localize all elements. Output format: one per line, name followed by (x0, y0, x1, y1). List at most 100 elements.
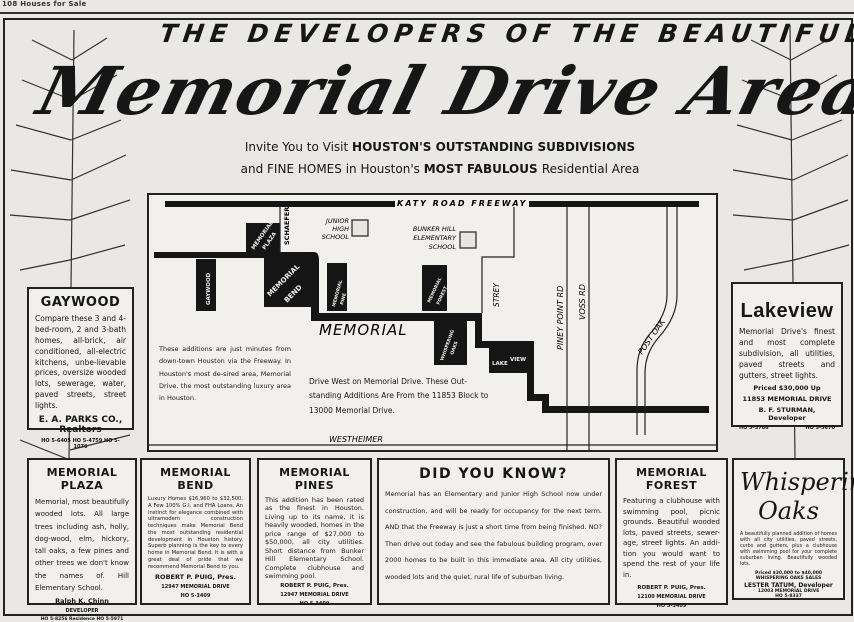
whispering-title: Whispering Oaks (740, 468, 854, 525)
whispering-block-label-2: OAKS (449, 341, 459, 356)
bend-body: Luxury Homes $16,960 to $32,500. A Few 1… (148, 496, 243, 570)
memorial-pines-box: MEMORIAL PINES This addition has been ra… (257, 458, 372, 608)
plaza-developer: Ralph K. Chinn (55, 597, 109, 605)
bunker-hill-label-3: SCHOOL (429, 243, 457, 251)
page-header: 108 Houses for Sale (2, 0, 87, 8)
bend-title: MEMORIAL BEND (160, 466, 231, 492)
whispering-address: 12003 MEMORIAL DRIVE (757, 588, 820, 594)
post-oak-label: POST OAK (636, 317, 667, 356)
subhead-2a: and FINE HOMES (240, 162, 346, 176)
bend-address: 12947 MEMORIAL DRIVE (161, 584, 230, 591)
kicker-text: THE DEVELOPERS OF THE BEAUTIFUL (158, 19, 854, 48)
pines-body: This addition has been rated as the fine… (265, 496, 364, 580)
post-oak-road-a (636, 207, 668, 435)
freeway-label: KATY ROAD FREEWAY (397, 199, 527, 208)
memorial-bend-box: MEMORIAL BEND Luxury Homes $16,960 to $3… (140, 458, 251, 605)
post-oak-road-b (644, 207, 678, 435)
memorial-road-east (449, 313, 709, 413)
dyk-body: Memorial has an Elementary and Junior Hi… (385, 490, 602, 581)
pine-block-label-2: PINE (339, 293, 348, 306)
strey-label: STREY (492, 282, 501, 307)
bunker-hill-label-2: ELEMENTARY (413, 234, 457, 242)
whispering-phone: HO 5-8337 (775, 593, 802, 599)
lakeview-address: 11853 MEMORIAL DRIVE (742, 395, 832, 404)
block-lakeview (489, 345, 531, 373)
area-map: KATY ROAD FREEWAY MEMORIAL WESTHEIMER SC… (147, 193, 718, 452)
gaywood-block-label: GAYWOOD (206, 272, 212, 305)
dyk-title: DID YOU KNOW? (419, 466, 568, 482)
bunker-hill-label-1: BUNKER HILL (413, 225, 456, 233)
plaza-role: DEVELOPER (65, 608, 99, 614)
subhead-line-1: Invite You to Visit HOUSTON'S OUTSTANDIN… (150, 140, 730, 155)
header-rule (0, 12, 854, 14)
junior-high-label-1: JUNIOR (324, 217, 349, 225)
subhead-2c: MOST FABULOUS (423, 162, 542, 176)
block-gaywood (196, 259, 216, 311)
plaza-title: MEMORIAL PLAZA (46, 466, 118, 492)
freeway-road-east (529, 201, 699, 207)
pines-developer: ROBERT P. PUIG, Pres. (280, 583, 349, 590)
westheimer-label: WESTHEIMER (329, 435, 383, 444)
freeway-road (165, 201, 395, 207)
pines-title: MEMORIAL PINES (279, 466, 350, 492)
gaywood-title: GAYWOOD (40, 295, 121, 310)
lakeview-block-label-1: LAKE (492, 361, 508, 367)
gaywood-box: GAYWOOD Compare these 3 and 4-bed-room, … (27, 287, 134, 450)
memorial-forest-box: MEMORIAL FOREST Featuring a clubhouse wi… (615, 458, 728, 609)
memorial-road-bend (309, 252, 449, 321)
ad-frame (3, 18, 853, 616)
memorial-road-west (154, 252, 314, 258)
block-pine (327, 263, 347, 311)
forest-phone: HO 5-3409 (656, 603, 687, 609)
block-bend (264, 257, 312, 307)
map-note-left: These additions are just minutes from do… (159, 345, 291, 403)
bend-developer: ROBERT P. PUIG, Pres. (155, 573, 236, 582)
subhead-2b: in Houston's (345, 162, 424, 176)
junior-high-label-2: HIGH (332, 225, 349, 233)
map-drawing: KATY ROAD FREEWAY MEMORIAL WESTHEIMER SC… (149, 199, 716, 450)
whispering-developer: LESTER TATUM, Developer (744, 581, 833, 589)
gaywood-agent: E. A. PARKS CO., Realtors (38, 414, 123, 435)
forest-title: MEMORIAL FOREST (636, 466, 707, 492)
lakeview-phone-2: HO 5-5670 (805, 425, 835, 432)
whispering-sales: WHISPERING OAKS SALES (755, 575, 822, 581)
subhead-line-2: and FINE HOMES in Houston's MOST FABULOU… (150, 162, 730, 177)
headline: Memorial Drive Area (30, 52, 854, 130)
lakeview-phone-1: HO 5-3786 (739, 425, 769, 432)
subhead-2d: Residential Area (541, 162, 640, 176)
forest-developer: ROBERT P. PUIG, Pres. (637, 585, 706, 591)
whispering-oaks-box: Whispering Oaks A beautifully planned ad… (732, 458, 854, 600)
lakeview-title: Lakeview (740, 300, 834, 322)
block-forest (422, 265, 447, 311)
lakeview-price: Priced $30,000 Up (753, 384, 821, 393)
whispering-body: A beautifully planned addition of homes … (740, 531, 837, 567)
subhead-1a: Invite You to Visit (244, 140, 353, 154)
memorial-label: MEMORIAL (319, 321, 408, 339)
gaywood-phones: HO 5-6405 HO 5-4759 HO 5-1076 (41, 437, 120, 450)
did-you-know-box: DID YOU KNOW? Memorial has an Elementary… (377, 458, 610, 605)
block-whispering (434, 321, 467, 365)
subhead-1b: HOUSTON'S OUTSTANDING SUBDIVISIONS (352, 140, 636, 154)
bend-phone: HO 5-3409 (180, 593, 211, 600)
schaefer-label: SCHAEFER (283, 207, 291, 245)
gaywood-body: Compare these 3 and 4-bed-room, 2 and 3-… (35, 314, 126, 410)
voss-label: VOSS RD (578, 284, 587, 320)
lakeview-box: Lakeview Memorial Drive's finest and mos… (731, 282, 843, 431)
whispering-price: Priced $30,000 to $40,000 (755, 570, 822, 576)
plaza-body: Memorial, most beautifully wooded lots. … (35, 498, 129, 592)
junior-high-school-icon (351, 219, 369, 237)
pines-phone: HO 5-3409 (299, 601, 330, 608)
forest-address: 12100 MEMORIAL DRIVE (637, 594, 706, 600)
forest-body: Featuring a clubhouse with swimming pool… (623, 497, 720, 579)
piney-point-label: PINEY POINT RD (556, 286, 565, 350)
lakeview-body: Memorial Drive's finest and most complet… (739, 327, 835, 380)
block-plaza (246, 223, 280, 253)
strey-road (481, 207, 515, 313)
junior-high-label-3: SCHOOL (322, 233, 350, 241)
bunker-hill-school-icon (459, 231, 477, 249)
lakeview-developer: B. F. STURMAN, Developer (758, 406, 816, 423)
map-note-center: Drive West on Memorial Drive. These Out-… (309, 377, 489, 415)
memorial-plaza-box: MEMORIAL PLAZA Memorial, most beautifull… (27, 458, 137, 622)
lakeview-phones: HO 5-3786 HO 5-5670 (739, 425, 835, 431)
lakeview-block-label-2: VIEW (510, 357, 526, 363)
